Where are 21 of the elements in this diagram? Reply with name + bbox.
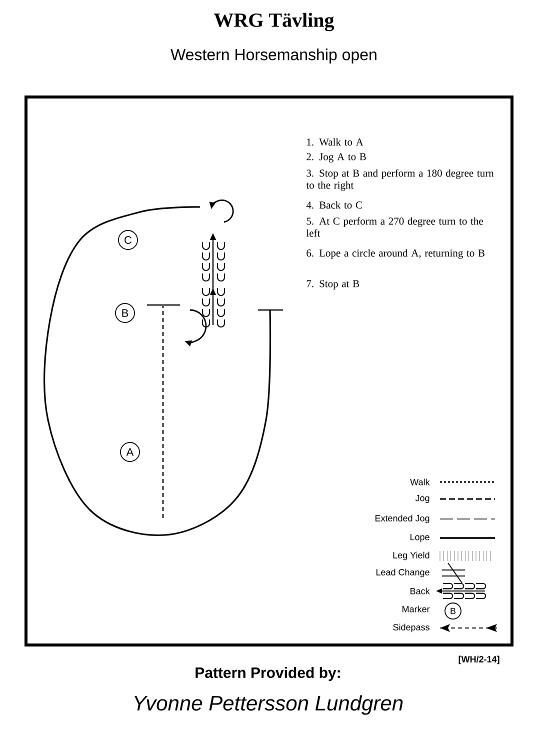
- legend-label: Extended Jog: [376, 514, 430, 524]
- credit-heading: Pattern Provided by:: [196, 667, 340, 681]
- instruction-text: 2. Jog A to B: [306, 153, 366, 162]
- legend-label: Back: [410, 588, 430, 594]
- subtitle: Western Horsemanship open: [170, 48, 376, 64]
- instruction-text: 4. Back to C: [306, 201, 362, 209]
- instruction-text: 7. Stop at B: [306, 280, 360, 290]
- instruction-text: 1. Walk to A: [307, 138, 364, 146]
- legend-label: Jog: [415, 494, 430, 504]
- pattern-code: [WH/2-14]: [458, 656, 500, 664]
- legend-label: Sidepass: [393, 624, 430, 632]
- legend-label: Lead Change: [376, 568, 430, 578]
- legend-label: Marker: [402, 606, 430, 612]
- instruction-text: 5. At C perform a 270 degree turn to the left: [306, 217, 483, 237]
- author-name: Yvonne Pettersson Lundgren: [134, 695, 403, 715]
- instruction-text: 3. Stop at B and perform a 180 degree turn to the right: [306, 169, 494, 191]
- title: WRG Tävling: [214, 12, 334, 32]
- legend-label: Leg Yield: [393, 552, 430, 560]
- legend-label: Lope: [410, 534, 430, 542]
- legend-label: Walk: [410, 478, 430, 486]
- instruction-text: 6. Lope a circle around A, returning to B: [306, 249, 484, 259]
